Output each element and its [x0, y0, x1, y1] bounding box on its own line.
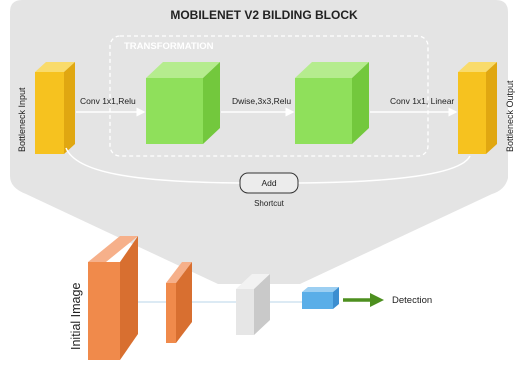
bottleneck-input-block: [35, 62, 75, 154]
bottleneck-output-block: [458, 62, 497, 154]
shortcut-path: [65, 147, 471, 184]
initial-image-label: Initial Image: [69, 283, 83, 350]
feature-map-block-1: [166, 262, 192, 343]
step2-label: Dwise,3x3,Relu: [232, 96, 291, 106]
transformation-label: TRANSFORMATION: [124, 41, 214, 52]
bottleneck-output-label: Bottleneck Output: [505, 80, 515, 152]
detection-arrow: [343, 293, 384, 307]
step1-label: Conv 1x1,Relu: [80, 96, 136, 106]
step3-label: Conv 1x1, Linear: [390, 96, 454, 106]
block-title: MOBILENET V2 BILDING BLOCK: [170, 8, 358, 22]
bottleneck-input-label: Bottleneck Input: [17, 87, 27, 152]
block-panel: [10, 0, 508, 284]
green-block-2: [295, 62, 369, 144]
output-vector-block: [302, 287, 339, 309]
detection-label: Detection: [392, 295, 432, 306]
shortcut-label: Shortcut: [254, 199, 285, 208]
add-label: Add: [261, 178, 276, 188]
green-block-1: [146, 62, 220, 144]
initial-image-block: [88, 236, 138, 360]
feature-map-block-2: [236, 274, 270, 335]
transformation-box: [109, 35, 429, 157]
add-node: [239, 172, 299, 194]
